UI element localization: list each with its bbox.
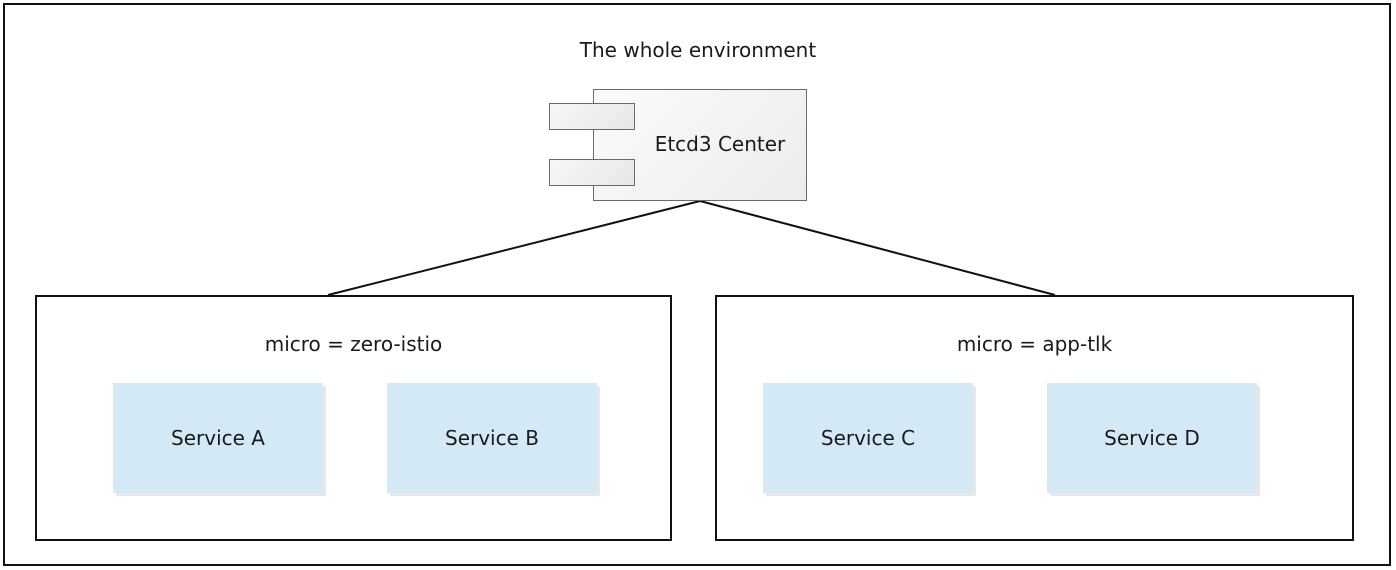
component-tab-bottom <box>549 159 635 186</box>
service-b-box: Service B <box>387 383 597 493</box>
group-app-tlk: micro = app-tlk Service C Service D <box>715 295 1354 541</box>
service-c-box: Service C <box>763 383 973 493</box>
service-d-box: Service D <box>1047 383 1257 493</box>
environment-frame <box>3 3 1391 566</box>
group-label: micro = zero-istio <box>264 332 443 356</box>
connector-to-zero-istio <box>327 200 701 296</box>
group-zero-istio: micro = zero-istio Service A Service B <box>35 295 672 541</box>
connector-to-app-tlk <box>699 200 1056 296</box>
group-label: micro = app-tlk <box>956 332 1113 356</box>
environment-title: The whole environment <box>579 38 817 62</box>
service-a-box: Service A <box>113 383 323 493</box>
etcd3-center-label: Etcd3 Center <box>654 132 786 156</box>
component-tab-top <box>549 103 635 130</box>
